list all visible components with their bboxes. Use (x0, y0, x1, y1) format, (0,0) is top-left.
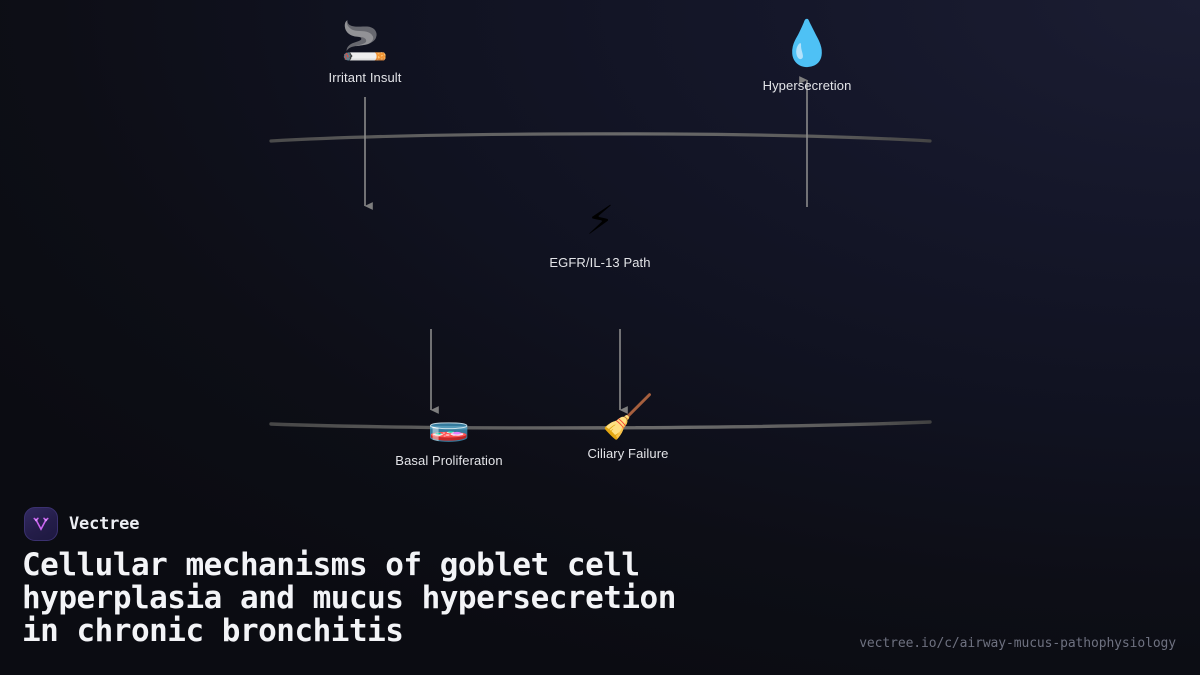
node-irritant-insult[interactable]: 🚬 Irritant Insult (255, 22, 475, 85)
brand-row[interactable]: Vectree (24, 507, 139, 541)
node-label-hypersecretion: Hypersecretion (762, 78, 852, 93)
node-label-irritant-insult: Irritant Insult (328, 70, 402, 85)
brand-name: Vectree (69, 514, 140, 534)
broom-icon: 🧹 (601, 392, 655, 441)
node-ciliary-failure[interactable]: 🧹 Ciliary Failure (518, 392, 738, 462)
node-egfr-il13-path[interactable]: ⚡ EGFR/IL-13 Path (490, 201, 710, 270)
vectree-logo-icon (24, 507, 58, 541)
node-label-basal-proliferation: Basal Proliferation (395, 453, 503, 468)
cigarette-icon: 🚬 (341, 19, 389, 63)
branch-lower (269, 420, 932, 430)
footer-url: vectree.io/c/airway-mucus-pathophysiolog… (859, 636, 1176, 651)
node-hypersecretion[interactable]: 💧 Hypersecretion (697, 18, 917, 94)
tree-branches-and-connectors (269, 76, 932, 430)
node-basal-proliferation[interactable]: 🧫 Basal Proliferation (339, 407, 559, 468)
node-label-egfr-il13-path: EGFR/IL-13 Path (549, 255, 651, 270)
page-title: Cellular mechanisms of goblet cell hyper… (22, 547, 676, 649)
droplet-icon: 💧 (779, 18, 835, 69)
node-label-ciliary-failure: Ciliary Failure (587, 446, 669, 461)
lightning-icon: ⚡ (585, 198, 615, 244)
v-tree-glyph-icon (33, 517, 49, 531)
petri-dish-icon: 🧫 (427, 404, 471, 444)
footer: Vectree Cellular mechanisms of goblet ce… (0, 495, 1200, 675)
branch-upper (269, 132, 932, 143)
